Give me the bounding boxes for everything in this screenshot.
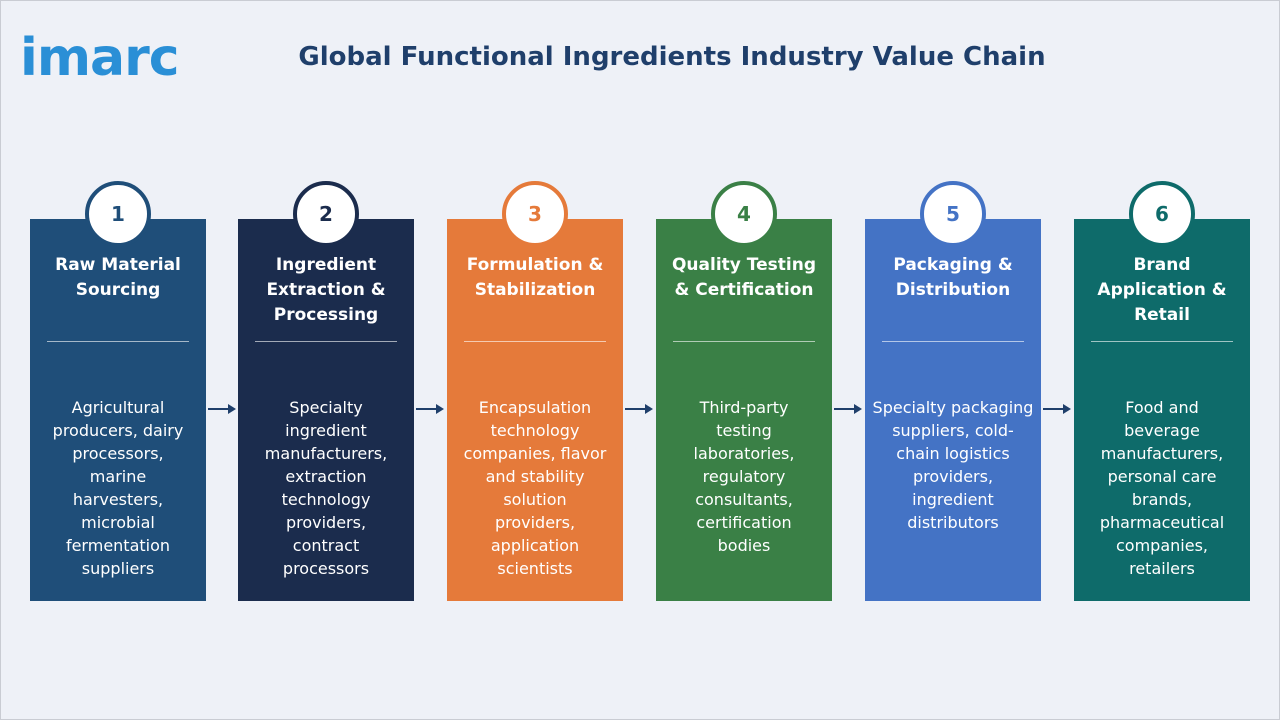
stage-description-line: regulatory [702,467,786,486]
stage-number-badge: 3 [502,181,568,247]
stage-description-line: bodies [717,536,771,555]
stage-description-line: suppliers, cold- [892,421,1014,440]
stage-heading-line: Distribution [895,280,1011,300]
stage-description-line: solution [503,490,567,509]
stage-divider [882,341,1024,342]
stage-divider [673,341,815,342]
stage-description-line: suppliers [81,559,155,578]
page-title: Global Functional Ingredients Industry V… [298,42,1046,72]
stage-description-line: companies, [1116,536,1208,555]
stage-heading-line: Extraction & [266,280,386,300]
stage-number-badge: 2 [293,181,359,247]
stage-description-line: Encapsulation [478,398,592,417]
stage-description-line: Agricultural [71,398,165,417]
stage-heading-line: Packaging & [893,255,1013,275]
stage-description-line: extraction [285,467,367,486]
stage-description: Specialty packaging suppliers, cold-chain… [871,396,1035,534]
stage-description: Third-party testing laboratories, regulator… [662,396,826,557]
stage-description-line: beverage [1124,421,1200,440]
stage-description-line: technology [490,421,580,440]
arrow-right-icon [834,404,862,414]
stage-description-line: brands, [1131,490,1193,509]
stage-heading: Quality Testing & Certification [662,253,826,303]
stage-number-badge: 1 [85,181,151,247]
stage-description-line: companies, flavor [463,444,607,463]
stage-heading-line: Formulation & [466,255,604,275]
stage-description-line: fermentation [65,536,171,555]
stage-description-line: distributors [907,513,999,532]
stage-divider [255,341,397,342]
stage-description-line: producers, dairy [52,421,184,440]
stage-description-line: processors, [72,444,164,463]
stage-divider [47,341,189,342]
stage-description-line: technology [281,490,371,509]
stage-heading: Formulation & Stabilization [453,253,617,303]
stage-description-line: marine [89,467,147,486]
stage-description: Food and beverage manufacturers, personal c… [1080,396,1244,580]
stage-description-line: Food and [1125,398,1199,417]
arrow-right-icon [208,404,236,414]
stage-description-line: personal care [1107,467,1217,486]
stage-description-line: harvesters, [72,490,164,509]
stage-divider [464,341,606,342]
stage-heading-line: Raw Material [55,255,181,275]
stage-description-line: Specialty [289,398,363,417]
arrow-right-icon [416,404,444,414]
stage-number-badge: 5 [920,181,986,247]
stage-description-line: manufacturers, [264,444,388,463]
stage-heading-line: & Certification [674,280,814,300]
stage-description-line: manufacturers, [1100,444,1224,463]
stage-description-line: testing [716,421,772,440]
stage-description-line: contract [292,536,360,555]
stage-description-line: providers, [285,513,367,532]
stage-heading-line: Processing [273,305,379,325]
stage-description-line: pharmaceutical [1099,513,1225,532]
arrow-right-icon [625,404,653,414]
stage-description-line: providers, [494,513,576,532]
stage-description-line: Specialty packaging [872,398,1034,417]
stage-description-line: consultants, [695,490,793,509]
stage-divider [1091,341,1233,342]
stage-description-line: Third-party [699,398,789,417]
stage-heading: Packaging & Distribution [871,253,1035,303]
stage-description-line: microbial [81,513,155,532]
stage-description: Agricultural producers, dairy processors, m… [36,396,200,580]
stage-heading-line: Sourcing [75,280,161,300]
stage-description-line: chain logistics [896,444,1010,463]
stage-description-line: ingredient [285,421,367,440]
stage-heading-line: Brand [1133,255,1191,275]
stage-heading-line: Application & [1097,280,1227,300]
stage-description-line: scientists [497,559,573,578]
stage-description-line: and stability [485,467,585,486]
stage-number-badge: 6 [1129,181,1195,247]
stage-description: Specialty ingredient manufacturers, extract… [244,396,408,580]
stage-description-line: retailers [1129,559,1195,578]
stage-description-line: laboratories, [693,444,795,463]
stage-heading-line: Stabilization [474,280,596,300]
imarc-logo: imarc [20,28,180,88]
arrow-right-icon [1043,404,1071,414]
stage-number-badge: 4 [711,181,777,247]
stage-heading-line: Ingredient [275,255,377,275]
stage-description: Encapsulation technology companies, flavor… [453,396,617,580]
stage-description-line: processors [282,559,370,578]
stage-heading-line: Retail [1134,305,1190,325]
stage-description-line: providers, [912,467,994,486]
stage-description-line: ingredient [912,490,994,509]
stage-description-line: application [490,536,580,555]
stage-description-line: certification [696,513,792,532]
stage-heading-line: Quality Testing [671,255,817,275]
